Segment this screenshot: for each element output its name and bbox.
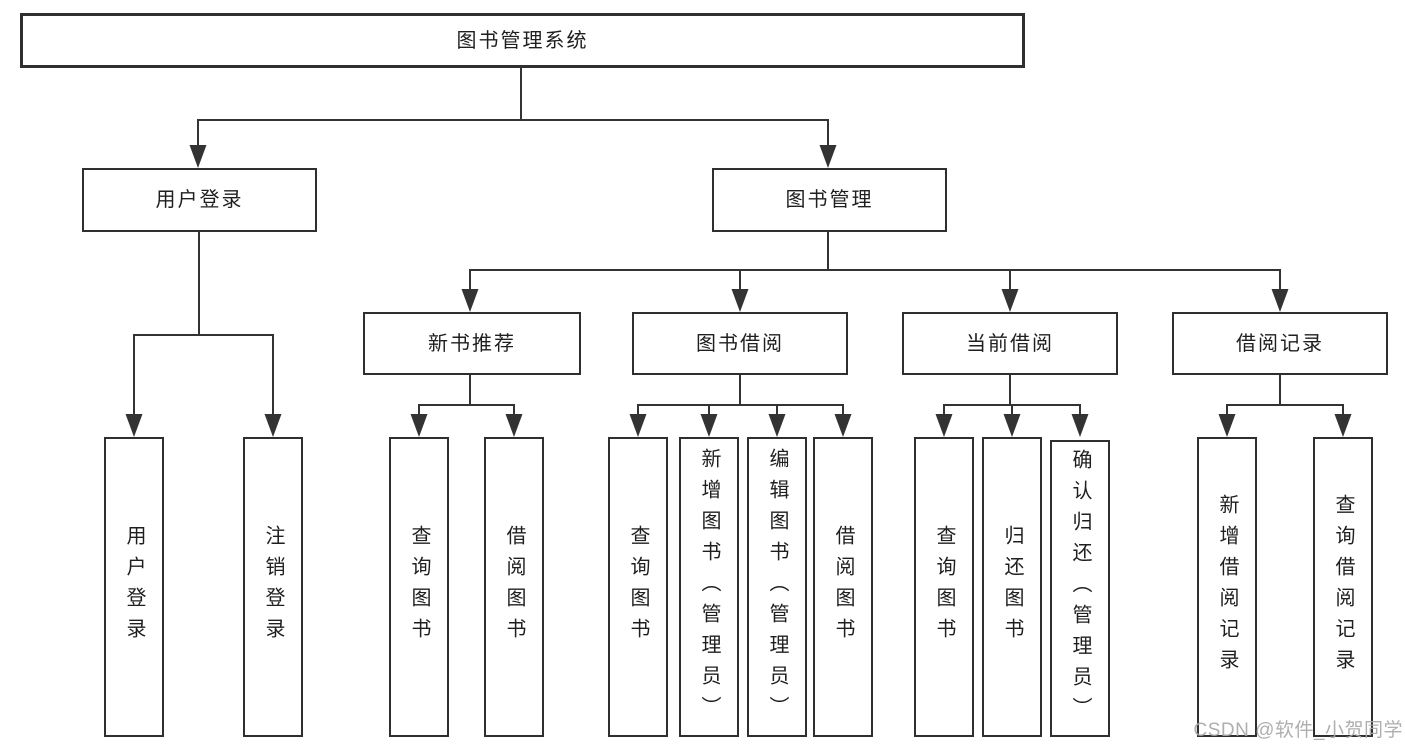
leaf-search-books-current-label: 查询图书 [933, 525, 955, 649]
leaf-user-login: 用户登录 [104, 437, 164, 737]
leaf-logout-login-label: 注销登录 [262, 525, 284, 649]
leaf-confirm-return-admin-label: 确认归还（管理员） [1069, 449, 1091, 728]
leaf-search-borrow-record-label: 查询借阅记录 [1332, 494, 1354, 680]
leaf-borrow-books-borrowing-label: 借阅图书 [832, 525, 854, 649]
leaf-search-books-current: 查询图书 [914, 437, 974, 737]
leaf-add-books-admin: 新增图书（管理员） [679, 437, 739, 737]
leaf-search-books-recommend-label: 查询图书 [408, 525, 430, 649]
leaf-add-books-admin-label: 新增图书（管理员） [698, 447, 720, 727]
node-borrowing-records: 借阅记录 [1172, 312, 1388, 375]
node-new-book-recommend: 新书推荐 [363, 312, 581, 375]
node-book-borrowing: 图书借阅 [632, 312, 848, 375]
leaf-confirm-return-admin: 确认归还（管理员） [1050, 440, 1110, 737]
leaf-search-books-borrowing-label: 查询图书 [627, 525, 649, 649]
leaf-add-borrow-record: 新增借阅记录 [1197, 437, 1257, 737]
leaf-borrow-books-recommend-label: 借阅图书 [503, 525, 525, 649]
leaf-search-books-borrowing: 查询图书 [608, 437, 668, 737]
node-user-login: 用户登录 [82, 168, 317, 232]
leaf-user-login-label: 用户登录 [123, 525, 145, 649]
leaf-edit-books-admin-label: 编辑图书（管理员） [766, 447, 788, 727]
leaf-logout-login: 注销登录 [243, 437, 303, 737]
leaf-search-books-recommend: 查询图书 [389, 437, 449, 737]
leaf-return-books-label: 归还图书 [1001, 525, 1023, 649]
leaf-edit-books-admin: 编辑图书（管理员） [747, 437, 807, 737]
leaf-search-borrow-record: 查询借阅记录 [1313, 437, 1373, 737]
leaf-add-borrow-record-label: 新增借阅记录 [1216, 494, 1238, 680]
node-library-management-system: 图书管理系统 [20, 13, 1025, 68]
node-book-management: 图书管理 [712, 168, 947, 232]
node-current-borrowing: 当前借阅 [902, 312, 1118, 375]
leaf-borrow-books-recommend: 借阅图书 [484, 437, 544, 737]
leaf-borrow-books-borrowing: 借阅图书 [813, 437, 873, 737]
csdn-watermark: CSDN @软件_小贺同学 [1193, 720, 1403, 741]
leaf-return-books: 归还图书 [982, 437, 1042, 737]
connector-arrowheads [125, 145, 1352, 437]
